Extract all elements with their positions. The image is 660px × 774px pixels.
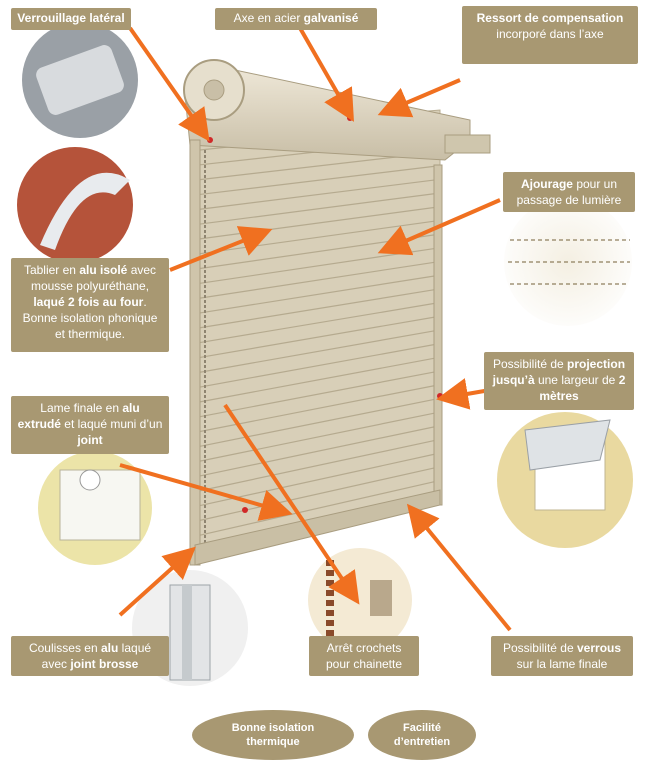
callout-rails: Coulisses en alu laqué avec joint brosse: [11, 636, 169, 676]
callout-locks-post: sur la lame finale: [516, 657, 608, 671]
slat-line: [199, 165, 437, 196]
slat-line: [199, 288, 437, 329]
side-rail-left: [189, 139, 201, 566]
slat-line: [199, 275, 437, 314]
roller-box: [183, 59, 491, 161]
callout-projection-mid: une largeur de: [534, 373, 619, 387]
slat-line: [199, 398, 437, 447]
callout-rails-bold2: joint brosse: [70, 657, 139, 671]
callout-locks-bold: verrous: [577, 641, 622, 655]
callout-final-slat-bold1: alu extrudé: [17, 401, 140, 431]
callout-locks: Possibilité de verrous sur la lame final…: [491, 636, 633, 676]
slat-line: [199, 439, 437, 492]
slat-line: [199, 480, 437, 536]
photo-projection: [497, 412, 633, 548]
callout-apron-bold1: alu isolé: [79, 263, 128, 277]
callout-axis-text: Axe en acier: [233, 11, 304, 25]
badge-maintenance: Facilité d’entretien: [368, 710, 476, 760]
callout-final-slat-mid: et laqué muni d’un: [60, 417, 163, 431]
photo-insulated-slat: [17, 147, 133, 263]
callout-spring-bold: Ressort de compensation: [476, 11, 624, 25]
side-rail-right: [433, 164, 443, 506]
badge-maintenance-text: Facilité d’entretien: [393, 722, 451, 748]
callout-rails-pre: Coulisses en: [28, 641, 101, 655]
callout-final-slat: Lame finale en alu extrudé et laqué muni…: [11, 396, 169, 454]
slat-line: [199, 316, 437, 358]
callout-lateral-lock: Verrouillage latéral: [11, 8, 131, 30]
shutter-apron: [189, 109, 441, 561]
slat-line: [199, 179, 437, 210]
callout-projection-pre: Possibilité de: [492, 357, 568, 371]
slat-line: [199, 343, 437, 388]
callout-spring: Ressort de compensation incorporé dans l…: [462, 6, 638, 64]
callout-locks-pre: Possibilité de: [502, 641, 577, 655]
callout-projection-bold1: projection jusqu’à: [492, 357, 626, 387]
slat-line: [199, 329, 437, 373]
slat-line: [199, 467, 437, 521]
callout-arrows: [118, 26, 512, 632]
callout-apron-pre: Tablier en: [23, 263, 80, 277]
callout-apron-mid: avec mousse polyuréthane,: [30, 263, 157, 293]
slat-line: [199, 192, 437, 225]
callout-final-slat-bold2: joint: [77, 433, 103, 447]
badge-insulation: Bonne isolation thermique: [192, 710, 354, 760]
callout-projection: Possibilité de projection jusqu’à une la…: [484, 352, 634, 410]
callout-axis-bold: galvanisé: [303, 11, 359, 25]
callout-perforation: Ajourage pour un passage de lumière: [503, 172, 635, 212]
callout-perforation-text: pour un passage de lumière: [516, 177, 622, 207]
photo-lateral-lock: [22, 22, 138, 138]
callout-projection-bold2: 2 mètres: [539, 373, 626, 403]
badge-insulation-text: Bonne isolation thermique: [231, 722, 315, 748]
callout-spring-text: incorporé dans l’axe: [496, 27, 604, 41]
callout-lateral-lock-text: Verrouillage latéral: [17, 11, 125, 25]
callout-final-slat-pre: Lame finale en: [40, 401, 123, 415]
callout-rails-bold1: alu: [101, 641, 119, 655]
callout-apron-bold2: laqué 2 fois au four: [33, 295, 144, 309]
photo-slat-light: [504, 198, 632, 326]
callout-hook-text: Arrêt crochets pour chainette: [325, 641, 403, 671]
callout-axis: Axe en acier galvanisé: [215, 8, 377, 30]
callout-perforation-bold: Ajourage: [520, 177, 573, 191]
photo-final-slat: [38, 451, 152, 565]
callout-hook: Arrêt crochets pour chainette: [309, 636, 419, 676]
slat-line: [199, 357, 437, 403]
callout-rails-mid: laqué avec: [41, 641, 152, 671]
photo-rails: [132, 570, 248, 686]
slat-line: [199, 261, 437, 299]
slat-line: [199, 302, 437, 344]
callout-apron-post: . Bonne isolation phonique et thermique.: [22, 295, 158, 341]
callout-apron: Tablier en alu isolé avec mousse polyuré…: [11, 258, 169, 352]
slat-line: [199, 425, 437, 477]
slat-line: [199, 371, 437, 418]
slat-line: [199, 412, 437, 462]
